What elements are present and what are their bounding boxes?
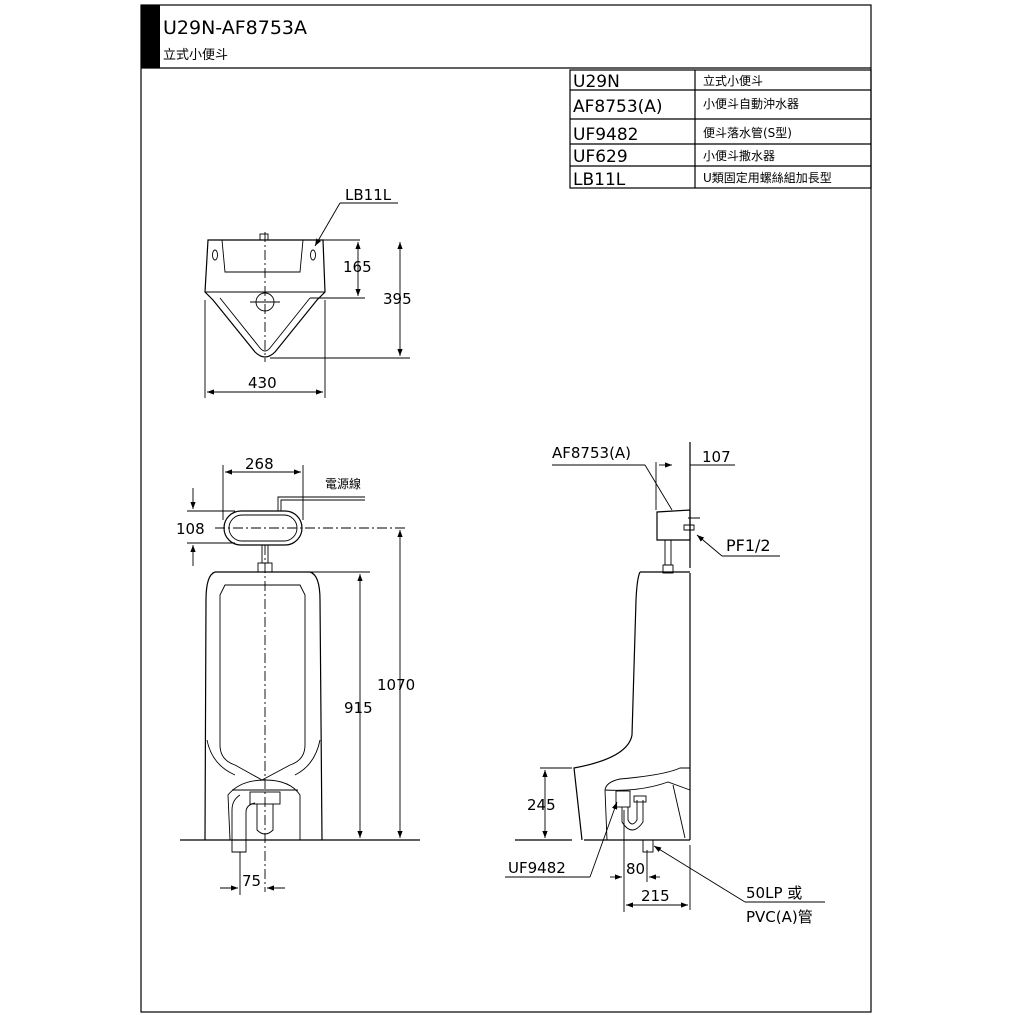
part-desc: 立式小便斗 xyxy=(703,73,763,88)
label-uf9482: UF9482 xyxy=(508,859,566,877)
dim-107: 107 xyxy=(702,448,731,466)
title-model: U29N-AF8753A xyxy=(163,17,307,39)
label-power-cable: 電源線 xyxy=(325,476,361,491)
dim-268: 268 xyxy=(245,455,274,473)
dim-430: 430 xyxy=(248,374,277,392)
side-view xyxy=(505,442,825,912)
label-pf12: PF1/2 xyxy=(726,536,771,555)
dim-80: 80 xyxy=(626,860,645,878)
part-desc: U類固定用螺絲組加長型 xyxy=(703,170,832,185)
title-bar-accent xyxy=(141,5,160,68)
parts-table: U29N 立式小便斗 AF8753(A) 小便斗自動沖水器 UF9482 便斗落… xyxy=(569,69,872,190)
label-pipe-50lp: 50LP 或 xyxy=(746,884,802,902)
part-code: UF9482 xyxy=(573,125,639,145)
label-lb11l: LB11L xyxy=(345,186,392,204)
label-pipe-pvc: PVC(A)管 xyxy=(746,908,813,926)
dim-395: 395 xyxy=(383,290,412,308)
dim-75: 75 xyxy=(242,872,261,890)
part-desc: 小便斗撒水器 xyxy=(703,148,775,163)
dim-245: 245 xyxy=(527,796,556,814)
top-view xyxy=(204,202,410,398)
part-code: UF629 xyxy=(573,147,628,167)
part-desc: 便斗落水管(S型) xyxy=(703,125,792,140)
dim-108: 108 xyxy=(176,520,205,538)
front-view xyxy=(180,465,420,895)
dim-165: 165 xyxy=(343,258,372,276)
title-subtitle: 立式小便斗 xyxy=(163,48,228,63)
dim-215: 215 xyxy=(641,887,670,905)
label-af8753a: AF8753(A) xyxy=(552,444,631,462)
dim-915: 915 xyxy=(344,699,373,717)
part-code: LB11L xyxy=(573,170,626,190)
part-code: U29N xyxy=(573,72,620,92)
dim-1070: 1070 xyxy=(377,676,415,694)
part-code: AF8753(A) xyxy=(573,97,663,117)
sheet-frame xyxy=(140,4,872,1013)
part-desc: 小便斗自動沖水器 xyxy=(703,97,799,111)
